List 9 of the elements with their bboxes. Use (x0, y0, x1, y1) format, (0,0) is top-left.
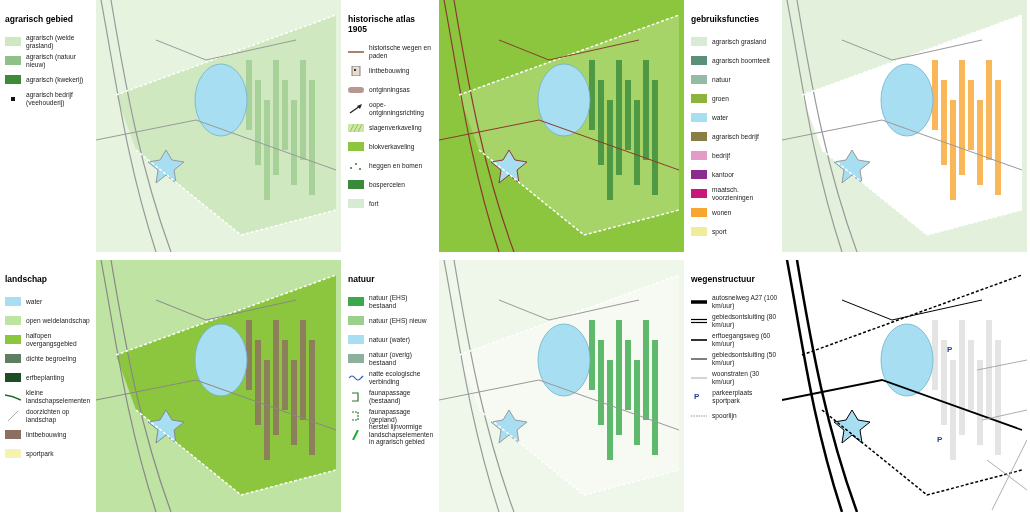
legend-title: natuur (348, 274, 376, 284)
parking-sign: P (937, 435, 943, 444)
legend-title: agrarisch gebied (5, 14, 75, 24)
legend-title: gebruiksfuncties (691, 14, 761, 24)
parking-sign: P (694, 392, 700, 401)
legend-title: wegenstructuur (691, 274, 756, 284)
legend-title: landschap (5, 274, 49, 284)
parking-sign: P (947, 345, 953, 354)
legend-title: historische atlas 1905 (348, 14, 417, 34)
